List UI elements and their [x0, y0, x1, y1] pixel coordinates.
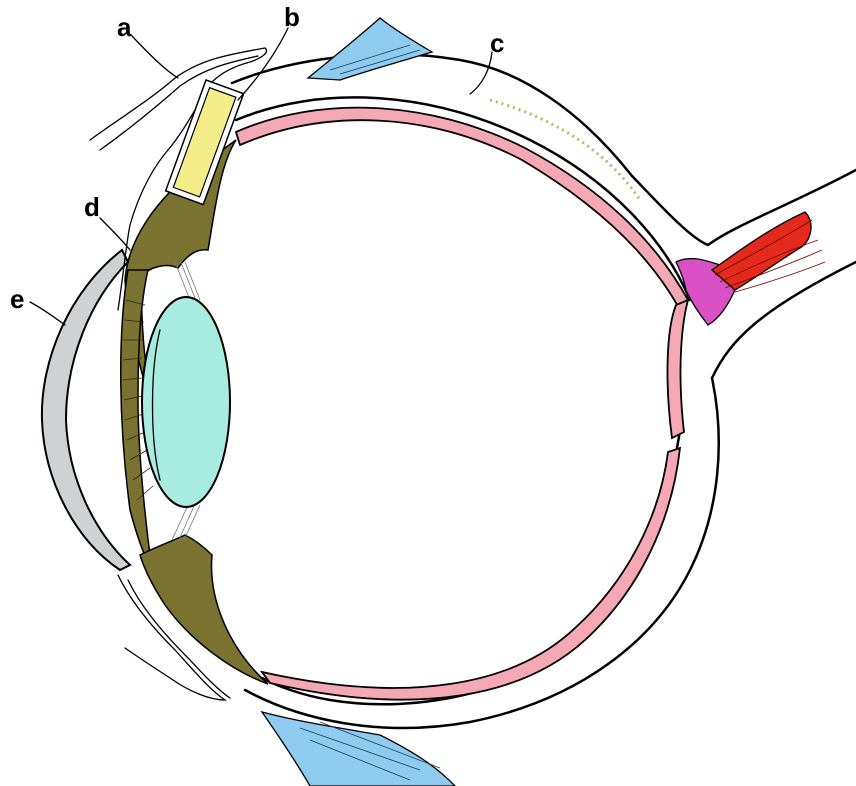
lens: [142, 297, 230, 507]
cornea: [42, 250, 130, 570]
optic-nerve-sheath: [632, 170, 856, 245]
label-a-leader: [132, 36, 178, 78]
label-b: b: [284, 2, 300, 32]
retina-optic-edge: [667, 300, 688, 438]
sclera-inner: [236, 97, 690, 704]
label-c: c: [490, 28, 504, 58]
superior-muscle: [308, 18, 432, 80]
label-d-leader: [100, 218, 130, 250]
inferior-muscle: [262, 712, 455, 786]
ciliary-body-lower: [140, 535, 268, 684]
label-b-leader: [238, 28, 288, 100]
label-e: e: [10, 284, 24, 314]
label-a: a: [117, 12, 132, 42]
label-c-leader: [470, 52, 492, 94]
retina-lower: [262, 448, 680, 700]
label-e-leader: [30, 302, 65, 325]
label-d: d: [84, 192, 100, 222]
retina: [236, 108, 688, 310]
